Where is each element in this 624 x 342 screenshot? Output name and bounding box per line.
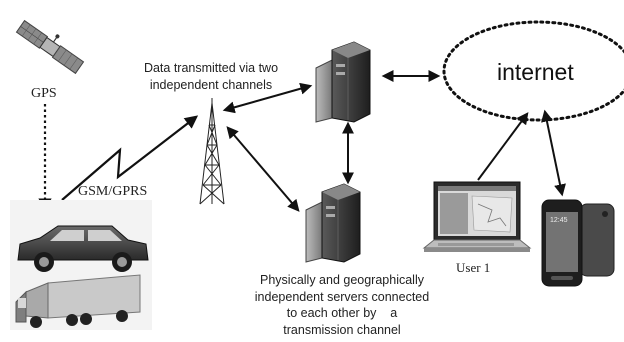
data-transmitted-label: Data transmitted via two independent cha… xyxy=(143,61,279,92)
svg-text:12:45: 12:45 xyxy=(550,217,568,224)
gsm-gprs-label: GSM/GPRS xyxy=(78,184,148,199)
internet-label: internet xyxy=(497,59,574,85)
internet-phone-link xyxy=(541,109,566,197)
user1-label: User 1 xyxy=(456,260,491,275)
car-icon xyxy=(17,225,149,272)
satellite-icon xyxy=(15,19,85,75)
server-bottom-icon xyxy=(305,183,361,263)
tower-server-top-link xyxy=(222,82,313,114)
servers-caption: Physically and geographically independen… xyxy=(254,273,430,337)
truck-icon xyxy=(15,274,141,328)
gps-label: GPS xyxy=(31,86,57,101)
gsm-link xyxy=(61,115,199,201)
tower-icon xyxy=(199,98,225,205)
tower-server-bottom-link xyxy=(226,126,300,212)
internet-laptop-link xyxy=(477,112,529,181)
cloud-icon xyxy=(442,20,624,122)
smartphone-icon: 12:45 xyxy=(541,199,615,287)
server-top-icon xyxy=(315,41,371,123)
laptop-icon xyxy=(422,181,532,252)
